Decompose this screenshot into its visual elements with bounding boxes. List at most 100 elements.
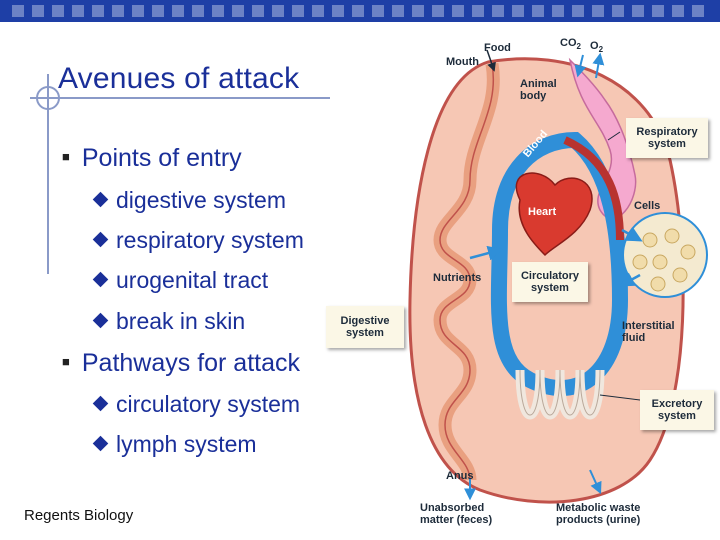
points-heading: Points of entry [81, 144, 242, 172]
diamond-bullet-icon [92, 395, 109, 412]
decor-square [372, 5, 384, 17]
decor-square [392, 5, 404, 17]
oxygenated-vessel [563, 136, 624, 241]
subbullet-text: respiratory system [116, 227, 304, 253]
decor-square [612, 5, 624, 17]
decor-square [232, 5, 244, 17]
top-decorative-bar [0, 0, 720, 22]
footer-text: Regents Biology [24, 507, 134, 524]
decor-square [12, 5, 24, 17]
title-vertical-rule [47, 74, 49, 274]
cells-arrow-out [619, 272, 641, 287]
subbullet-text: circulatory system [116, 391, 301, 417]
anus-label: Anus [446, 470, 474, 482]
nutrients-label: Nutrients [433, 272, 482, 284]
slide-title: Avenues of attack [58, 62, 300, 95]
cells-circle [622, 212, 708, 298]
subbullet-text: urogenital tract [116, 267, 269, 293]
decor-square [672, 5, 684, 17]
cells-arrow-in [621, 227, 643, 242]
crosshair-ornament [36, 86, 60, 110]
decor-square [352, 5, 364, 17]
decor-square [252, 5, 264, 17]
subbullet-item: digestive system [92, 187, 287, 214]
decor-square [332, 5, 344, 17]
food-label: Food [484, 42, 511, 54]
cell-dot [650, 276, 666, 292]
co2-label: CO2 [560, 37, 581, 52]
bullet-points-of-entry: ■ Points of entry [62, 144, 242, 173]
decor-square [72, 5, 84, 17]
decor-square [112, 5, 124, 17]
decor-square [152, 5, 164, 17]
cells-label: Cells [634, 200, 661, 212]
decor-square [512, 5, 524, 17]
cell-dot [642, 232, 658, 248]
decor-square [692, 5, 704, 17]
subbullet-item: respiratory system [92, 227, 304, 254]
square-bullet-icon: ■ [62, 149, 70, 164]
subbullet-item: break in skin [92, 308, 246, 335]
co2-arrow [574, 54, 587, 78]
pathways-heading: Pathways for attack [81, 349, 301, 377]
blood-label: Blood [520, 128, 551, 160]
decor-square [92, 5, 104, 17]
excretory-leader [599, 394, 641, 401]
decor-square [452, 5, 464, 17]
decor-square [52, 5, 64, 17]
decor-square [472, 5, 484, 17]
subbullet-text: lymph system [116, 431, 257, 457]
diamond-bullet-icon [92, 191, 109, 208]
decor-square [592, 5, 604, 17]
cell-dot [632, 254, 648, 270]
decor-square [572, 5, 584, 17]
square-bullet-icon: ■ [62, 354, 70, 369]
diamond-bullet-icon [92, 435, 109, 452]
cell-dot [672, 267, 688, 283]
bullet-pathways-for-attack: ■ Pathways for attack [62, 349, 300, 378]
decor-square [652, 5, 664, 17]
excretory-tubules [515, 369, 605, 420]
subbullet-item: urogenital tract [92, 267, 269, 294]
cell-dot [652, 254, 668, 270]
decor-square [432, 5, 444, 17]
decor-square [412, 5, 424, 17]
decor-square [172, 5, 184, 17]
decor-square [532, 5, 544, 17]
cell-dot [664, 228, 680, 244]
decor-square [292, 5, 304, 17]
diamond-bullet-icon [92, 271, 109, 288]
mouth-label: Mouth [446, 56, 479, 68]
excretory-tubule-edge [519, 369, 601, 416]
decor-square [272, 5, 284, 17]
respiratory-leader [607, 131, 621, 141]
subbullet-item: lymph system [92, 431, 257, 458]
decor-square [552, 5, 564, 17]
diamond-bullet-icon [92, 312, 109, 329]
subbullet-text: digestive system [116, 187, 287, 213]
o2-arrow [592, 52, 605, 79]
decor-square [632, 5, 644, 17]
subbullet-item: circulatory system [92, 391, 301, 418]
decor-square [132, 5, 144, 17]
heart-label: Heart [528, 206, 557, 218]
nutrients-arrow [469, 245, 503, 261]
urine-arrow [589, 469, 602, 495]
decor-square [312, 5, 324, 17]
subbullet-text: break in skin [116, 308, 246, 334]
diamond-bullet-icon [92, 231, 109, 248]
decor-square [192, 5, 204, 17]
title-underline [30, 97, 330, 99]
decor-square [492, 5, 504, 17]
decor-square [212, 5, 224, 17]
cell-dot [680, 244, 696, 260]
decor-square [32, 5, 44, 17]
